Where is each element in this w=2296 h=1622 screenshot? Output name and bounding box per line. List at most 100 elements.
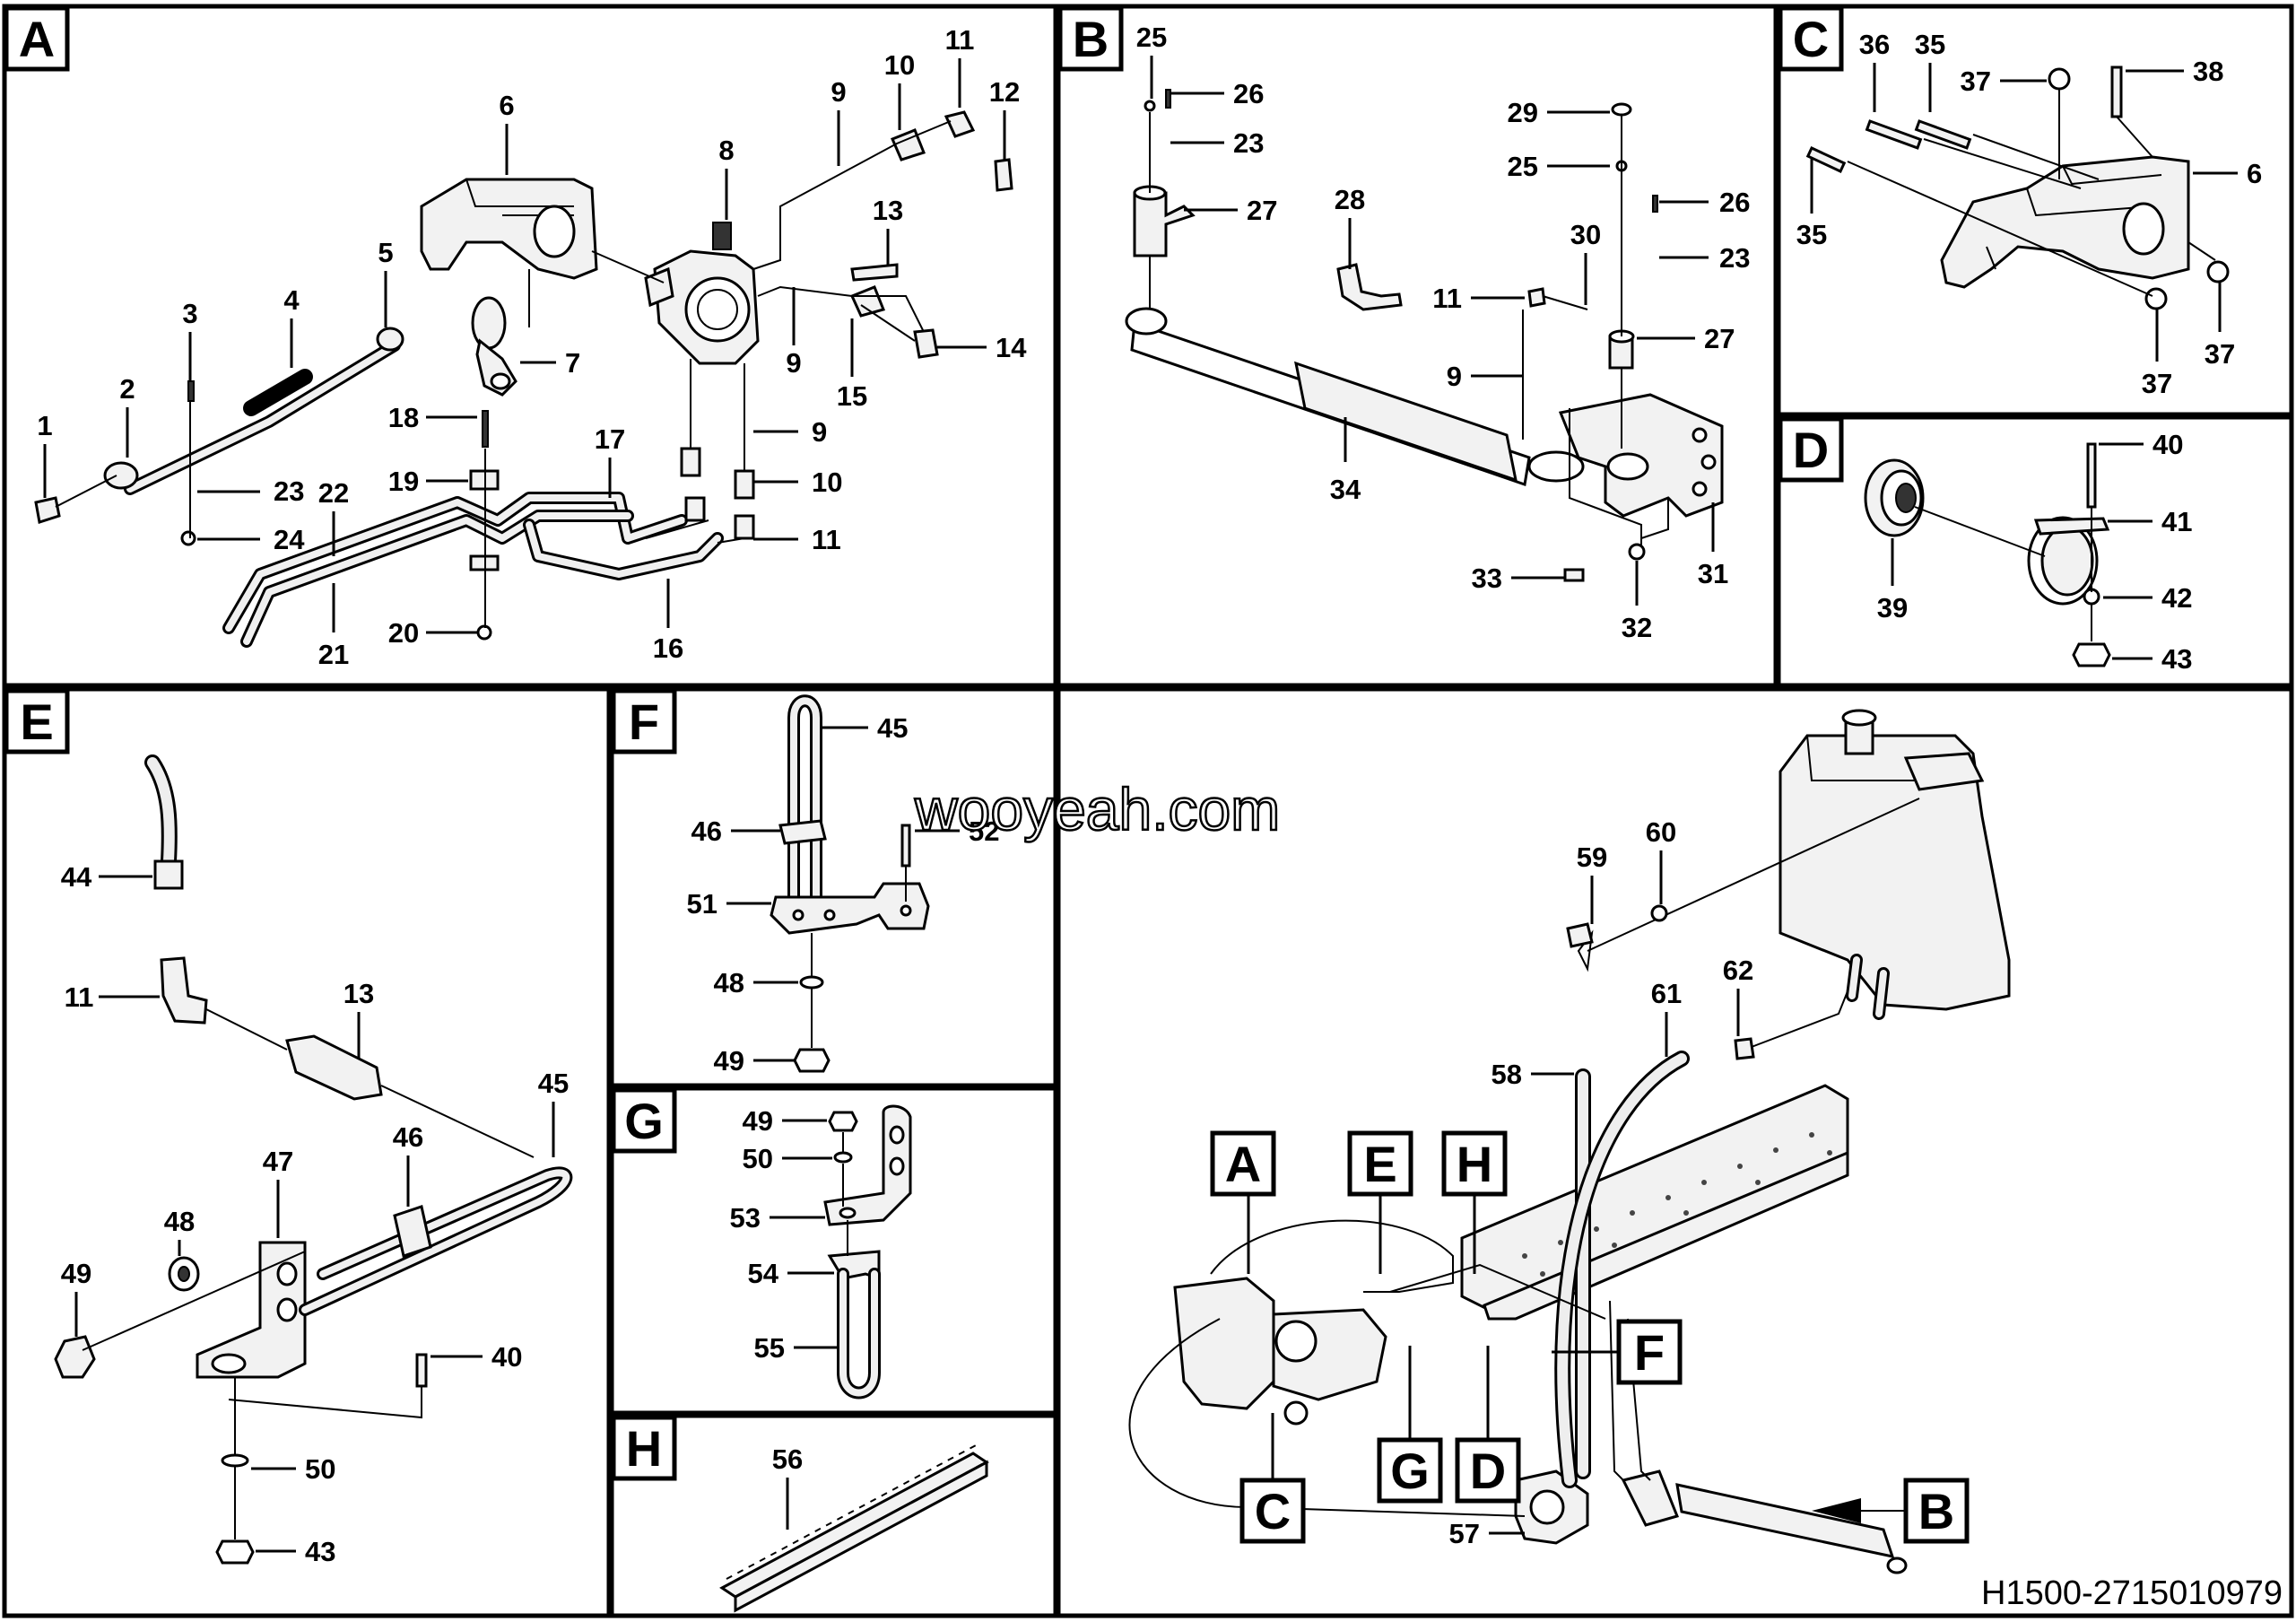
- callout-11e: 11: [65, 981, 94, 1013]
- overview-label-b: B: [1812, 1478, 1970, 1544]
- overview-label-d: D: [1455, 1346, 1521, 1504]
- callout-18: 18: [388, 402, 419, 433]
- panel-d-callouts: 40 41 39 42 43: [1877, 429, 2193, 675]
- callout-10b: 10: [812, 467, 842, 498]
- callout-13: 13: [344, 978, 374, 1009]
- panel-letter-b: B: [1057, 5, 1124, 72]
- callout-39: 39: [1877, 592, 1908, 624]
- callout-33: 33: [1472, 562, 1502, 594]
- callout-11b: 11: [812, 524, 841, 555]
- callout-50: 50: [305, 1453, 335, 1485]
- panel-b-drawing: [1125, 89, 1724, 582]
- overview-label-e: E: [1347, 1130, 1413, 1274]
- callout-10a: 10: [884, 49, 915, 81]
- callout-56: 56: [772, 1443, 803, 1475]
- panel-f-drawing: [770, 694, 930, 1073]
- callout-48f: 48: [714, 967, 744, 998]
- panel-letter-d: D: [1778, 416, 1844, 483]
- svg-text:F: F: [629, 693, 659, 750]
- callout-36: 36: [1859, 29, 1890, 60]
- panel-letter-c: C: [1778, 5, 1844, 72]
- svg-text:H: H: [626, 1420, 662, 1477]
- overview-label-g: G: [1377, 1346, 1443, 1504]
- callout-31: 31: [1698, 558, 1728, 589]
- callout-37a: 37: [1961, 65, 1991, 97]
- callout-12: 12: [989, 76, 1020, 108]
- panel-c-callouts: 36 35 37 38 35 6 37 37: [1796, 29, 2262, 399]
- callout-23b: 23: [1719, 242, 1750, 274]
- callout-26a: 26: [1233, 78, 1264, 109]
- panel-a-callouts: 1 2 3 4 5 6 7 8 9 10 11 12 13 14 9 15 17…: [37, 24, 1027, 670]
- callout-16: 16: [653, 632, 683, 664]
- callout-9: 9: [1447, 361, 1462, 392]
- callout-44: 44: [61, 861, 92, 893]
- svg-text:A: A: [19, 11, 55, 67]
- overview-label-c: C: [1239, 1413, 1306, 1544]
- callout-6: 6: [2247, 158, 2262, 189]
- overview-label-a: A: [1210, 1130, 1276, 1274]
- callout-25b: 25: [1508, 151, 1538, 182]
- panel-f-callouts: 45 46 52 51 48 49: [687, 712, 1000, 1077]
- callout-55: 55: [754, 1332, 785, 1364]
- callout-17: 17: [595, 423, 625, 455]
- callout-50g: 50: [743, 1143, 773, 1174]
- callout-46f: 46: [691, 815, 722, 847]
- callout-51: 51: [687, 888, 718, 920]
- panel-h-frame: [609, 1413, 1058, 1618]
- callout-46: 46: [393, 1121, 423, 1153]
- callout-61: 61: [1651, 978, 1682, 1009]
- svg-text:H: H: [1457, 1136, 1492, 1192]
- callout-27a: 27: [1247, 195, 1277, 226]
- panel-g-frame: [609, 1086, 1058, 1416]
- callout-43e: 43: [305, 1536, 335, 1567]
- callout-9c: 9: [812, 416, 827, 448]
- callout-11a: 11: [945, 24, 975, 56]
- svg-text:F: F: [1634, 1324, 1665, 1381]
- overview-labels: A B C D E F G: [1210, 1130, 1970, 1544]
- callout-19: 19: [388, 466, 419, 497]
- callout-20: 20: [388, 617, 419, 649]
- callout-32: 32: [1622, 612, 1652, 643]
- callout-14: 14: [996, 332, 1027, 363]
- callout-43a: 43: [2161, 643, 2192, 675]
- panel-e-frame: [2, 686, 612, 1618]
- panel-letter-f: F: [611, 688, 677, 754]
- panel-h-callouts: 56: [772, 1443, 803, 1530]
- callout-57: 57: [1449, 1518, 1480, 1549]
- callout-7: 7: [565, 347, 580, 379]
- callout-6: 6: [499, 90, 514, 121]
- diagram-code: H1500-2715010979: [1981, 1574, 2283, 1612]
- panel-h-drawing: [719, 1443, 989, 1613]
- callout-38: 38: [2193, 56, 2223, 87]
- overview-drawing: [1128, 709, 2011, 1574]
- callout-58: 58: [1492, 1059, 1522, 1090]
- callout-41: 41: [2161, 506, 2192, 537]
- callout-49f: 49: [714, 1045, 744, 1077]
- callout-23a: 23: [274, 475, 304, 507]
- callout-9b: 9: [786, 347, 801, 379]
- callout-23a: 23: [1233, 127, 1264, 159]
- svg-text:C: C: [1793, 11, 1829, 67]
- callout-40e: 40: [491, 1341, 522, 1373]
- panel-letter-e: E: [4, 688, 70, 754]
- callout-26b: 26: [1719, 187, 1750, 218]
- callout-25a: 25: [1136, 22, 1167, 53]
- panel-letter-a: A: [4, 5, 70, 72]
- callout-37b: 37: [2142, 368, 2172, 399]
- callout-40a: 40: [2152, 429, 2183, 460]
- svg-text:B: B: [1073, 11, 1109, 67]
- callout-2: 2: [119, 373, 135, 405]
- callout-21: 21: [318, 639, 349, 670]
- callout-45: 45: [538, 1068, 569, 1099]
- svg-text:G: G: [1390, 1443, 1430, 1499]
- callout-52: 52: [969, 815, 999, 847]
- overview-label-f: F: [1552, 1319, 1683, 1385]
- callout-48: 48: [164, 1206, 195, 1237]
- svg-text:G: G: [624, 1093, 664, 1149]
- callout-34: 34: [1330, 474, 1361, 505]
- callout-47: 47: [263, 1146, 293, 1177]
- panel-letter-g: G: [611, 1087, 677, 1154]
- callout-35b: 35: [1796, 219, 1827, 250]
- panel-g-drawing: [823, 1104, 912, 1400]
